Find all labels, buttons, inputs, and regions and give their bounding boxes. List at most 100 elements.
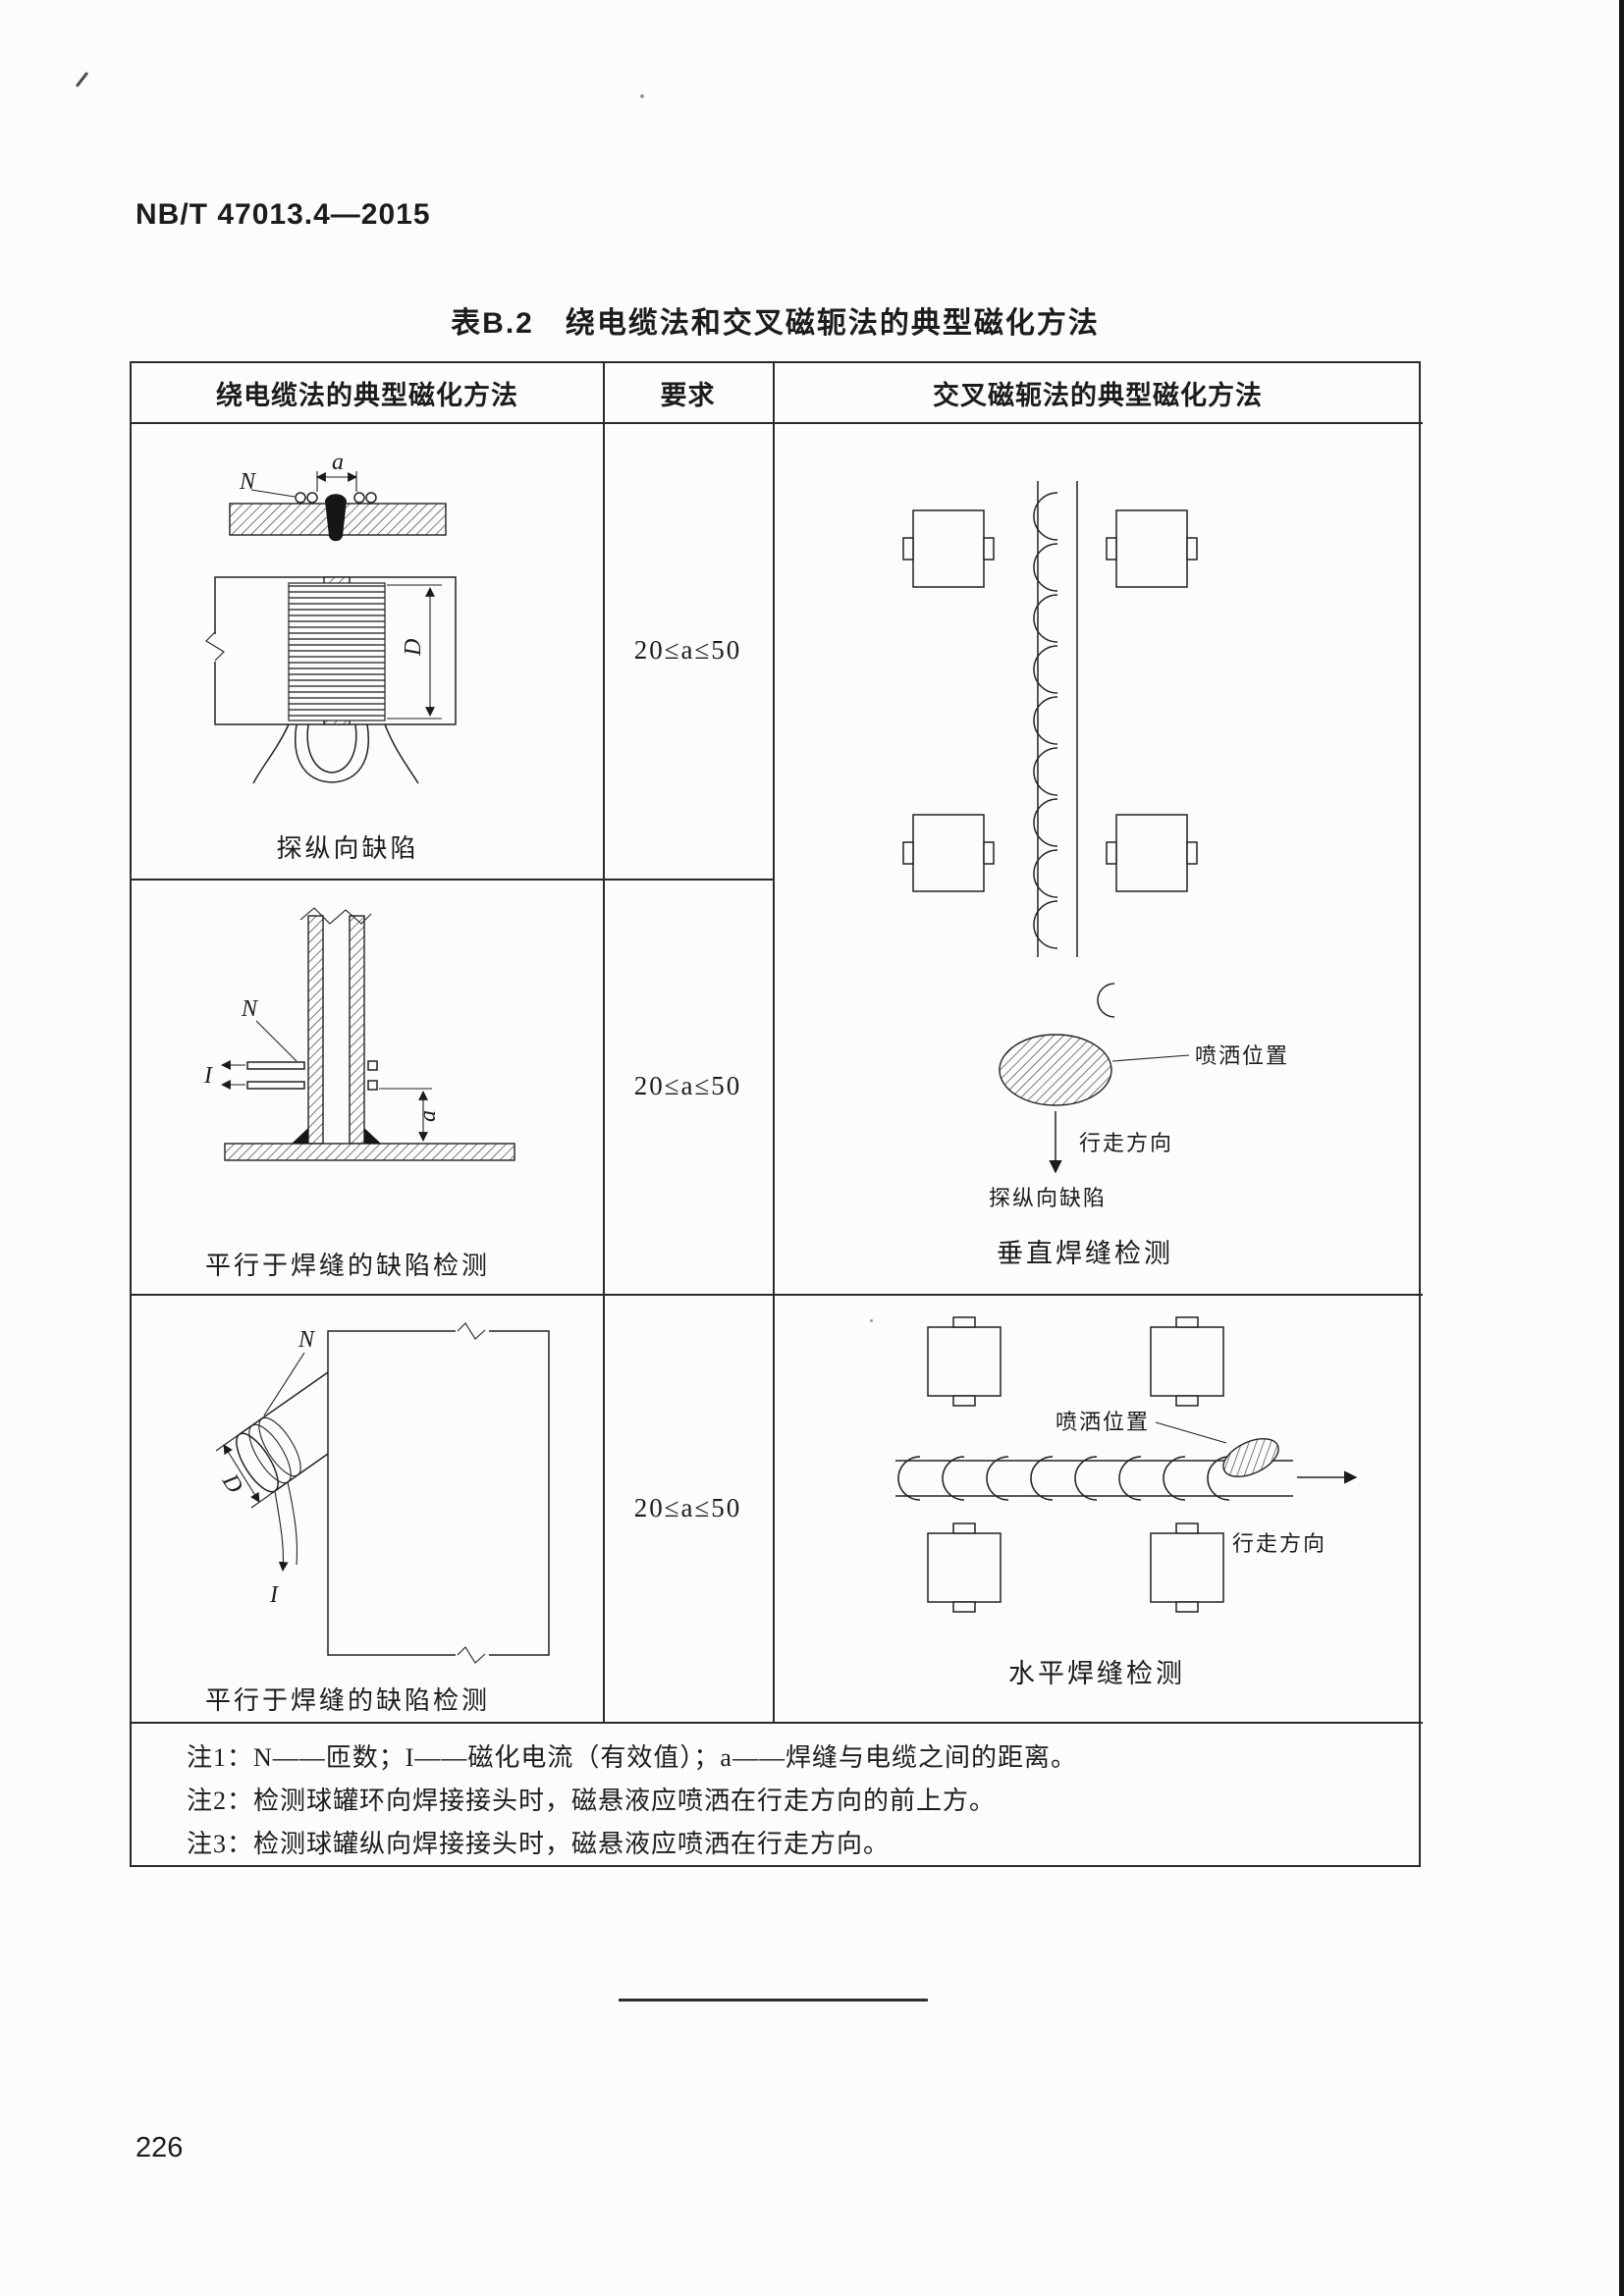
leader-line	[263, 1352, 305, 1416]
dim-ext	[250, 1490, 276, 1509]
yoke-pole-bottom-right	[1150, 1522, 1224, 1613]
label-i: I	[269, 1582, 279, 1608]
label-i: I	[203, 1063, 213, 1089]
yoke-vertical-svg: 喷洒位置 行走方向 探纵向缺陷 垂直焊缝检测	[902, 481, 1289, 1268]
cylinder-side	[274, 1453, 329, 1492]
break-mark	[299, 907, 372, 925]
diagram-yoke-vertical: 喷洒位置 行走方向 探纵向缺陷 垂直焊缝检测	[773, 422, 1423, 1294]
cable-turn	[306, 492, 318, 504]
label-d: D	[216, 1469, 247, 1498]
stray-arc	[1097, 983, 1115, 1018]
yoke-pole-top-left	[927, 1316, 1001, 1407]
table-grid-line	[132, 1294, 1423, 1296]
cable-tail	[252, 723, 290, 784]
defect-label: 探纵向缺陷	[989, 1186, 1107, 1210]
pole-tab	[1175, 1316, 1199, 1328]
diagram-yoke-horizontal: 喷洒位置 行走方向 水平焊缝检测	[773, 1294, 1423, 1722]
cable-bar	[246, 1061, 305, 1070]
yoke-pole	[927, 1326, 1001, 1397]
diagram2-caption: 平行于焊缝的缺陷检测	[204, 1252, 490, 1280]
cable-bar	[246, 1081, 305, 1090]
diagram2-svg: I N a	[203, 907, 515, 1161]
weld-seam-section	[325, 494, 347, 542]
cable-tail	[287, 1481, 298, 1566]
diagram1-caption: 探纵向缺陷	[276, 834, 419, 863]
direction-label: 行走方向	[1079, 1131, 1173, 1155]
doc-number: NB/T 47013.4—2015	[135, 198, 431, 231]
direction-label: 行走方向	[1232, 1531, 1326, 1556]
plate-cross-section: N a	[229, 450, 447, 542]
dim-ext	[215, 1433, 241, 1452]
diagram1-svg: N a D	[205, 450, 457, 784]
magnetization-arcs	[1033, 492, 1058, 949]
leader-line	[250, 489, 296, 498]
cable-and-dims: I N a	[203, 996, 441, 1145]
fillet-weld	[364, 1128, 381, 1144]
vertical-weld	[1033, 481, 1115, 1018]
table-grid-line	[132, 422, 1423, 424]
yoke-horizontal-svg: 喷洒位置 行走方向 水平焊缝检测	[895, 1316, 1358, 1688]
table-grid-line	[132, 1722, 1423, 1724]
label-n: N	[239, 469, 257, 495]
plate-outline	[327, 1330, 550, 1656]
cylinder-with-winding: I N D	[215, 1327, 329, 1608]
break-mark	[457, 1322, 486, 1340]
spray-label: 喷洒位置	[1195, 1043, 1289, 1068]
plate-section	[349, 915, 365, 1145]
table-title: 表B.2 绕电缆法和交叉磁轭法的典型磁化方法	[451, 307, 1100, 340]
horizontal-weld	[895, 1456, 1358, 1501]
spray-and-direction: 喷洒位置 行走方向	[1056, 1410, 1326, 1556]
table-grid-line	[603, 363, 605, 1722]
pole-tab	[902, 537, 914, 561]
pole-tab	[952, 1316, 976, 1328]
spray-area	[999, 1034, 1112, 1106]
break-mark	[205, 631, 225, 662]
end-rule	[619, 1999, 928, 2002]
yoke-pole-bottom-left	[927, 1522, 1001, 1613]
shell-plate	[327, 1322, 550, 1664]
leader-line	[1155, 1421, 1227, 1444]
pole-tab	[1175, 1395, 1199, 1407]
label-n: N	[241, 996, 259, 1022]
yoke-pole-bottom-left	[902, 814, 995, 892]
pole-tab	[952, 1395, 976, 1407]
pole-tab	[952, 1522, 976, 1534]
pole-tab	[1186, 537, 1198, 561]
yoke-pole	[1150, 1532, 1224, 1603]
yoke-horizontal-caption: 水平焊缝检测	[1008, 1659, 1185, 1688]
label-d: D	[401, 639, 426, 657]
diagram-cable-parallel-1: I N a 平行于焊缝的缺陷检测	[132, 879, 603, 1294]
cylinder-side	[239, 1371, 329, 1435]
cable-loop	[295, 723, 369, 783]
header-cable-method: 绕电缆法的典型磁化方法	[216, 380, 518, 410]
label-n: N	[298, 1327, 316, 1353]
table-notes: 注1：N——匝数；I——磁化电流（有效值）；a——焊缝与电缆之间的距离。 注2：…	[132, 1722, 1423, 1867]
diagram3-svg: I N D	[215, 1322, 550, 1664]
pole-tab	[1106, 537, 1117, 561]
yoke-pole	[1115, 814, 1188, 892]
cable-turn	[353, 492, 365, 504]
pole-tab	[1175, 1601, 1199, 1613]
pole-tab	[1175, 1522, 1199, 1534]
yoke-pole	[912, 509, 985, 588]
note-3: 注3：检测球罐纵向焊接接头时，磁悬液应喷洒在行走方向。	[187, 1830, 891, 1858]
requirement-row2: 20≤a≤50	[633, 1071, 742, 1100]
scan-edge-artifact	[1619, 0, 1624, 2296]
page-number: 226	[135, 2132, 184, 2163]
break-mark	[457, 1646, 486, 1664]
yoke-pole	[1115, 509, 1188, 588]
cable-turn	[295, 492, 306, 504]
yoke-pole	[927, 1532, 1001, 1603]
cable-wrap	[258, 1416, 301, 1477]
yoke-pole	[1150, 1326, 1224, 1397]
diagram-cable-parallel-2: I N D 平行于焊缝的缺陷检测	[132, 1294, 603, 1722]
leader-line	[255, 1020, 298, 1062]
label-a: a	[332, 450, 344, 475]
note-1: 注1：N——匝数；I——磁化电流（有效值）；a——焊缝与电缆之间的距离。	[187, 1743, 1077, 1772]
yoke-pole-bottom-right	[1106, 814, 1198, 892]
plate-front-view: D	[205, 576, 457, 784]
spray-area	[1222, 1438, 1279, 1477]
fillet-weld	[292, 1128, 308, 1144]
welded-plates	[224, 907, 515, 1161]
plate-section	[307, 915, 324, 1145]
